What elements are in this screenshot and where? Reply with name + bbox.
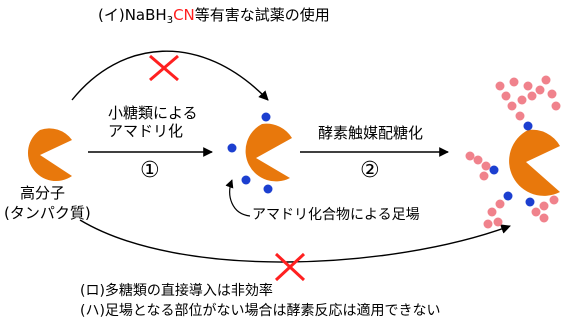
scaffold-label: アマドリ化合物による足場 [252, 207, 420, 223]
protein-shape-middle [245, 123, 292, 182]
scaffold-pointer-arrow [225, 179, 251, 217]
top-note-red-part: CN [173, 6, 195, 24]
site-dot [261, 112, 271, 122]
protein-shape-right [509, 129, 560, 196]
site-dot [523, 121, 533, 131]
site-dot [489, 165, 499, 175]
cross-mark-bottom [274, 252, 306, 282]
bottom-note-ha: (ハ)足場となる部位がない場合は酵素反応は適用できない [80, 303, 441, 319]
curved-arrow-top [71, 50, 269, 101]
protein-label-line2: (タンパク質) [4, 204, 91, 222]
site-dot [525, 197, 535, 207]
protein-label-line1: 高分子 [20, 184, 66, 202]
top-note-prefix: (イ)NaBH [98, 6, 167, 24]
amadori-protein [227, 112, 292, 194]
step2-label: 酵素触媒配糖化 [318, 124, 424, 142]
site-dot [241, 175, 251, 185]
site-dot [227, 143, 237, 153]
glycan-chains [465, 75, 561, 229]
top-note-suffix: 等有害な試薬の使用 [194, 6, 330, 24]
site-dot [263, 184, 273, 194]
step1-label-line1: 小糖類による [108, 104, 198, 122]
step1-label-line2: アマドリ化 [108, 122, 184, 140]
site-dot [503, 191, 513, 201]
bottom-note-ro: (ロ)多糖類の直接導入は非効率 [80, 283, 273, 299]
step1-number: ① [140, 158, 160, 183]
glycosylated-protein [465, 75, 561, 229]
cross-mark-top [149, 54, 179, 82]
top-note: (イ)NaBH3CN等有害な試薬の使用 [98, 6, 330, 26]
step2-number: ② [360, 158, 380, 183]
curved-arrow-bottom [79, 219, 511, 263]
top-note-subscript: 3 [166, 15, 174, 26]
protein-shape-left [27, 128, 72, 182]
